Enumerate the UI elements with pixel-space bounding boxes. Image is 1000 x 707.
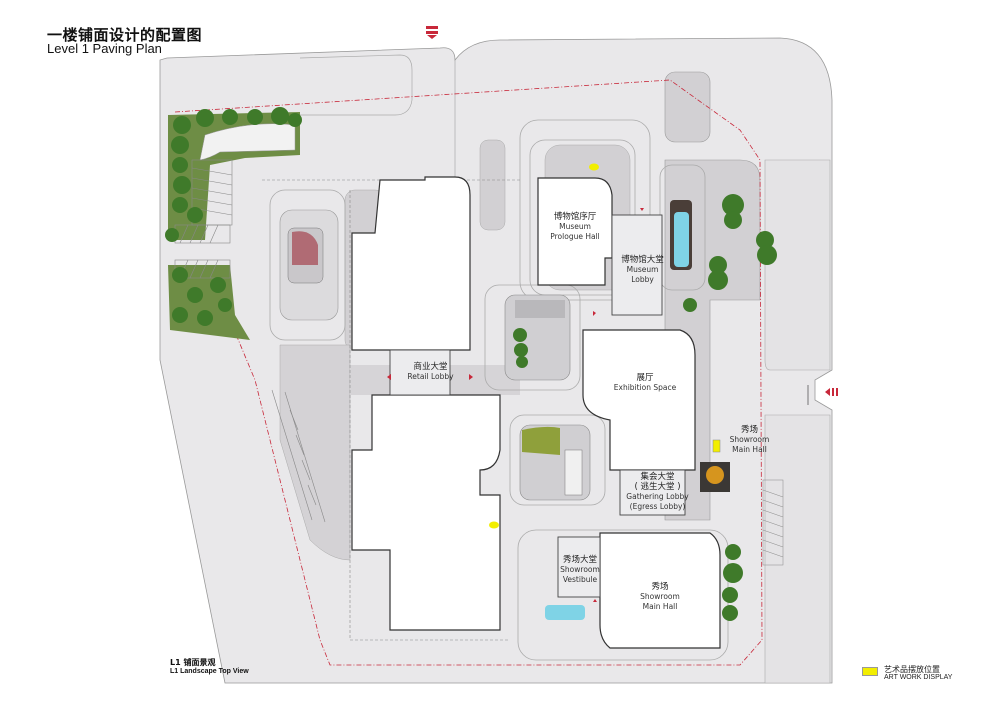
property-boundary [169, 79, 763, 666]
page-title-en: Level 1 Paving Plan [47, 41, 162, 56]
trees-right [683, 194, 777, 621]
artwork-marker [712, 439, 721, 453]
drop-off-zone [664, 71, 711, 143]
artwork-marker [589, 163, 599, 171]
building-retail-north [351, 176, 471, 351]
page-title-cn: 一楼铺面设计的配置图 [47, 26, 203, 44]
buildings [351, 176, 721, 649]
north-entry-arrow-icon [426, 26, 438, 39]
water-feature-east [674, 212, 689, 267]
artwork-marker [489, 521, 499, 529]
building-showroom [599, 532, 721, 649]
legend-label-en: ART WORK DISPLAY [884, 674, 953, 681]
building-retail-south [351, 394, 501, 631]
artwork-swatch-icon [862, 667, 878, 676]
east-entry-arrow-icon [825, 388, 838, 396]
building-museum-prologue [537, 177, 613, 286]
water-feature-south [545, 605, 585, 620]
legend-label-cn: 艺术品摆放位置 [884, 665, 940, 674]
caption-en: L1 Landscape Top View [170, 668, 249, 675]
caption-cn: L1 铺面景观 [170, 658, 216, 667]
trees-left [165, 107, 302, 326]
label-gathering-lobby: 集会大堂( 逃生大堂 )Gathering Lobby(Egress Lobby… [626, 472, 689, 511]
